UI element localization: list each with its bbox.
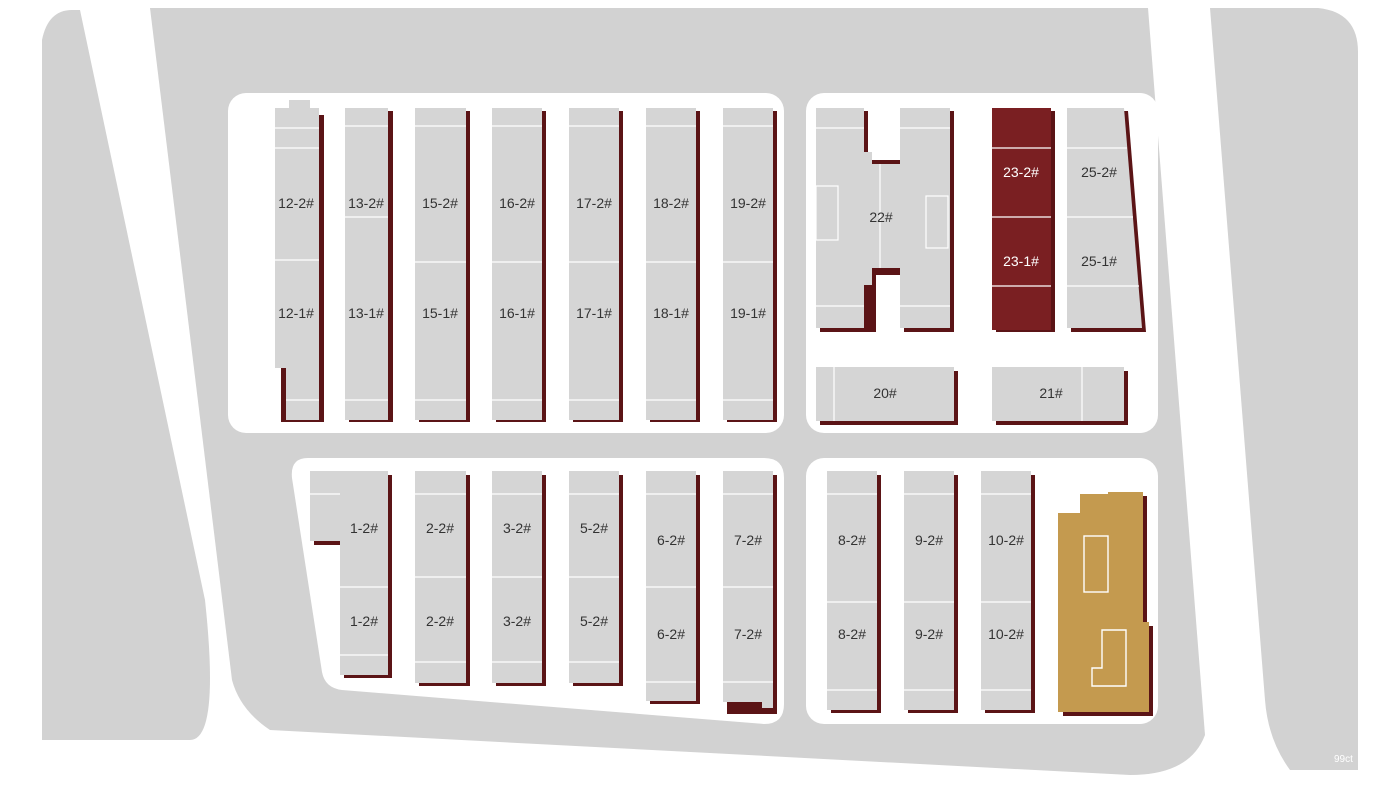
label-6-top: 6-2# — [657, 532, 685, 548]
building-15[interactable] — [415, 108, 470, 422]
building-3[interactable] — [492, 471, 546, 686]
label-12-1: 12-1# — [278, 305, 314, 321]
ground-east — [1210, 8, 1358, 770]
label-16-2: 16-2# — [499, 195, 535, 211]
building-21[interactable] — [992, 367, 1128, 425]
label-13-2: 13-2# — [348, 195, 384, 211]
label-16-1: 16-1# — [499, 305, 535, 321]
building-5[interactable] — [569, 471, 623, 686]
label-15-2: 15-2# — [422, 195, 458, 211]
building-22[interactable] — [815, 108, 954, 332]
label-25-1: 25-1# — [1081, 253, 1117, 269]
amenity-building[interactable] — [1058, 492, 1153, 716]
label-9-bottom: 9-2# — [915, 626, 943, 642]
label-19-1: 19-1# — [730, 305, 766, 321]
building-7[interactable] — [723, 471, 777, 714]
label-2-bottom: 2-2# — [426, 613, 454, 629]
building-25[interactable] — [1067, 108, 1146, 332]
label-18-2: 18-2# — [653, 195, 689, 211]
label-9-top: 9-2# — [915, 532, 943, 548]
building-1-annex — [310, 471, 344, 545]
building-6[interactable] — [646, 471, 700, 704]
label-22: 22# — [869, 209, 893, 225]
label-23-1: 23-1# — [1003, 253, 1039, 269]
building-19[interactable] — [723, 108, 777, 422]
label-18-1: 18-1# — [653, 305, 689, 321]
building-20[interactable] — [816, 367, 958, 425]
label-23-2: 23-2# — [1003, 164, 1039, 180]
building-1[interactable] — [340, 471, 392, 678]
label-3-top: 3-2# — [503, 520, 531, 536]
label-21: 21# — [1039, 385, 1063, 401]
label-2-top: 2-2# — [426, 520, 454, 536]
label-5-top: 5-2# — [580, 520, 608, 536]
building-23-highlighted[interactable] — [992, 108, 1055, 332]
building-8[interactable] — [827, 471, 881, 713]
label-17-1: 17-1# — [576, 305, 612, 321]
label-19-2: 19-2# — [730, 195, 766, 211]
building-16[interactable] — [492, 108, 546, 422]
label-25-2: 25-2# — [1081, 164, 1117, 180]
label-6-bottom: 6-2# — [657, 626, 685, 642]
building-12[interactable] — [275, 100, 324, 422]
label-8-bottom: 8-2# — [838, 626, 866, 642]
label-8-top: 8-2# — [838, 532, 866, 548]
label-7-top: 7-2# — [734, 532, 762, 548]
label-20: 20# — [873, 385, 897, 401]
label-10-top: 10-2# — [988, 532, 1024, 548]
label-12-2: 12-2# — [278, 195, 314, 211]
building-2[interactable] — [415, 471, 470, 686]
label-1-bottom: 1-2# — [350, 613, 378, 629]
building-13[interactable] — [345, 108, 393, 422]
ground-west — [42, 10, 210, 740]
label-5-bottom: 5-2# — [580, 613, 608, 629]
label-17-2: 17-2# — [576, 195, 612, 211]
label-3-bottom: 3-2# — [503, 613, 531, 629]
label-10-bottom: 10-2# — [988, 626, 1024, 642]
building-17[interactable] — [569, 108, 623, 422]
watermark: 99ct — [1334, 754, 1353, 765]
label-15-1: 15-1# — [422, 305, 458, 321]
label-7-bottom: 7-2# — [734, 626, 762, 642]
building-10[interactable] — [981, 471, 1035, 713]
label-1-top: 1-2# — [350, 520, 378, 536]
building-18[interactable] — [646, 108, 700, 422]
building-9[interactable] — [904, 471, 958, 713]
label-13-1: 13-1# — [348, 305, 384, 321]
